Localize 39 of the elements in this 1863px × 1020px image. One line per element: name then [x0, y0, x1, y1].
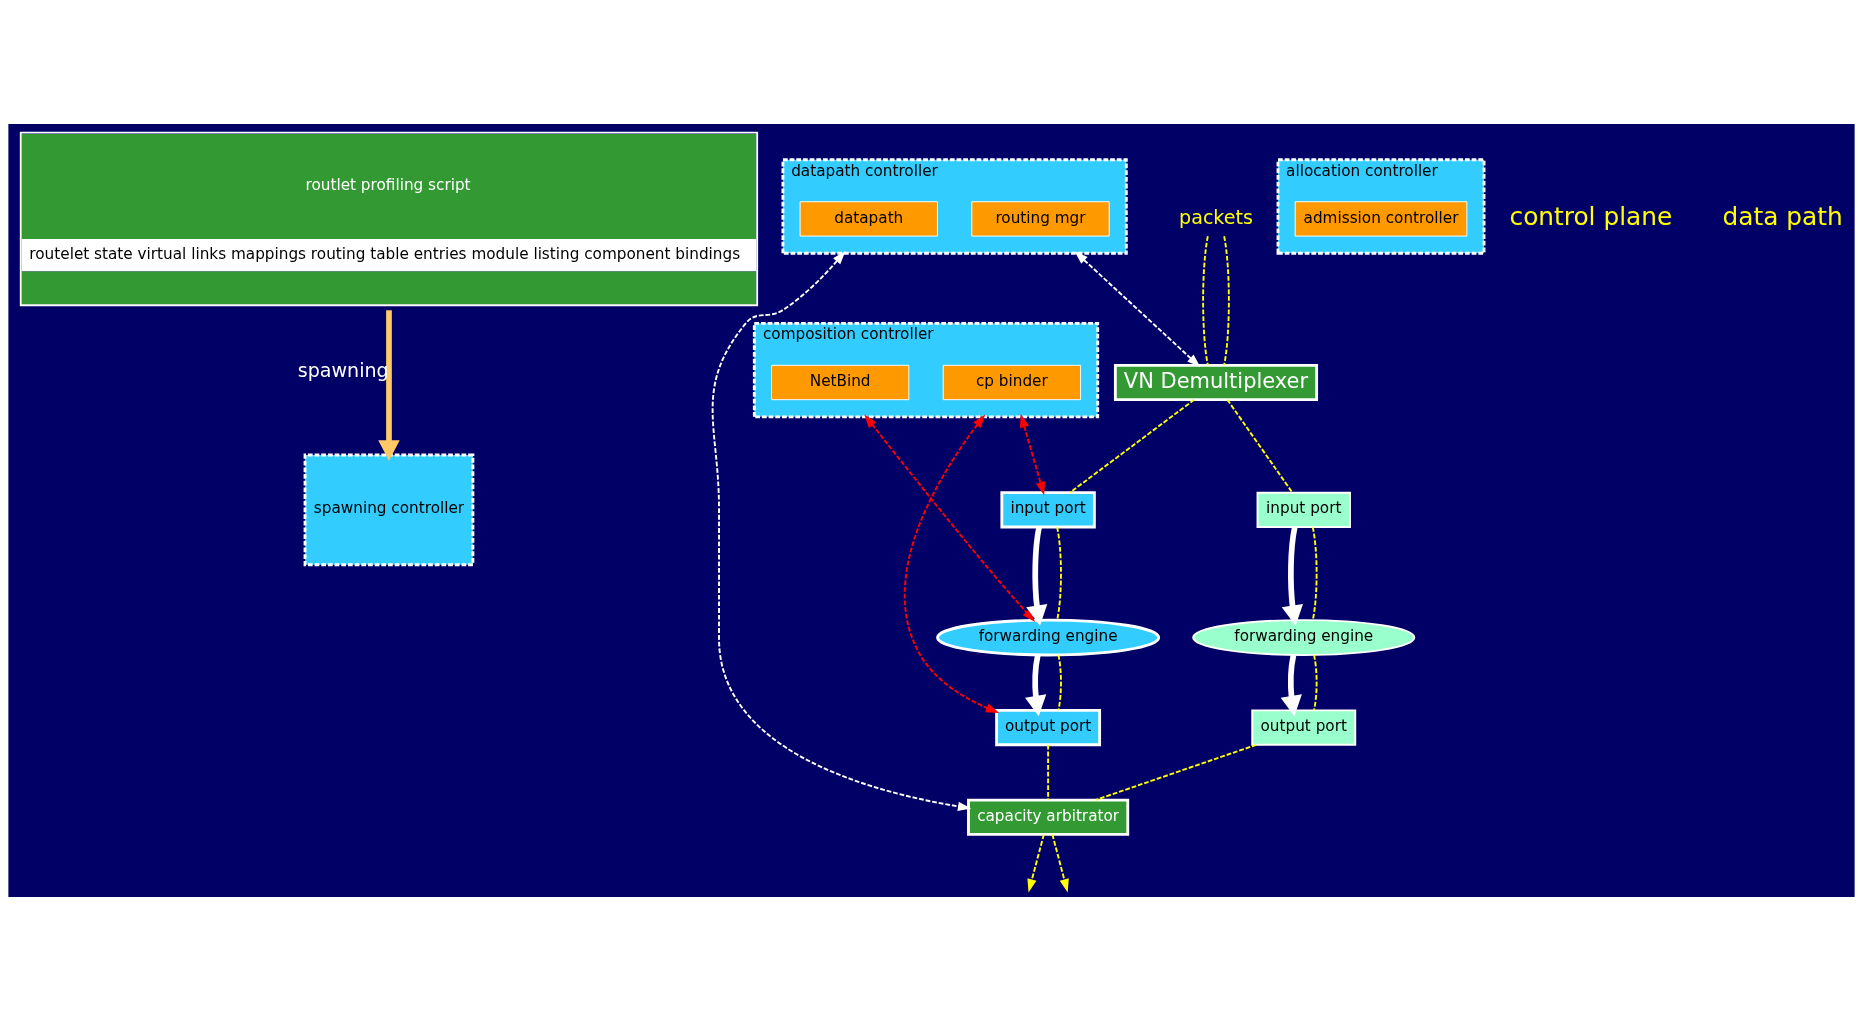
connector	[1313, 653, 1318, 711]
label: control plane	[1509, 201, 1673, 231]
node-box: output port	[1251, 708, 1357, 746]
node-ellipse: forwarding engine	[936, 618, 1161, 656]
node-text: packets	[1179, 205, 1253, 228]
arrow	[1280, 654, 1302, 716]
node-box: input port	[1000, 490, 1096, 528]
connector	[1311, 525, 1318, 621]
arrow	[378, 309, 400, 461]
node-box: cp binder	[942, 364, 1081, 400]
arrow	[1281, 526, 1303, 626]
node-ellipse: forwarding engine	[1192, 618, 1416, 656]
arrow	[1026, 526, 1048, 626]
connector	[1056, 525, 1062, 621]
connector	[1202, 234, 1209, 366]
connector	[1094, 743, 1258, 801]
arrow	[1051, 833, 1069, 892]
node-box: spawning controller	[303, 453, 475, 566]
node-box: capacity arbitrator	[967, 798, 1130, 836]
arrow	[1019, 413, 1045, 495]
node-box: input port	[1256, 491, 1351, 528]
arrow	[903, 414, 1000, 713]
node-box: NetBind	[771, 364, 910, 400]
connector	[1069, 398, 1195, 493]
connector	[1226, 398, 1294, 493]
connector	[1223, 234, 1230, 366]
node-box: VN Demultiplexer	[1113, 363, 1319, 401]
connector	[1047, 743, 1050, 801]
label: data path	[1722, 201, 1843, 231]
node-box: admission controller	[1294, 200, 1468, 237]
node-box: datapath	[799, 200, 938, 237]
connector	[1057, 653, 1062, 711]
node-box: output port	[995, 708, 1102, 746]
arrow	[711, 250, 972, 811]
arrow	[1027, 833, 1045, 892]
arrow	[1025, 654, 1047, 716]
arrow	[1074, 250, 1201, 367]
node-box: routing mgr	[971, 200, 1110, 237]
arrow	[864, 414, 1036, 622]
